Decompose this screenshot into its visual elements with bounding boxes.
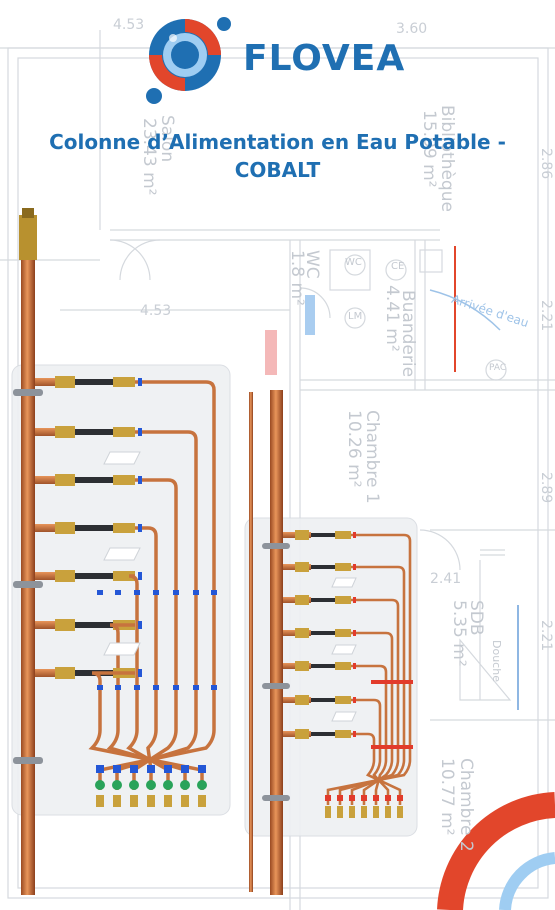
flovea-logo [146, 17, 231, 104]
title-line-1: Colonne d’Alimentation en Eau Potable - [49, 130, 506, 154]
brand-name: FLOVEA [243, 38, 406, 79]
dim-label: 3.60 [396, 21, 428, 37]
wc-small-label: WC [345, 257, 362, 268]
lm-label: LM [348, 311, 363, 322]
dim-label: 4.53 [113, 17, 145, 33]
title-line-2: COBALT [234, 158, 321, 182]
ce-label: CE [391, 261, 405, 272]
dim-label: 4.53 [140, 303, 172, 319]
dim-label: 2.41 [430, 571, 462, 587]
pac-label: PAC [489, 363, 507, 373]
page-title: Colonne d’Alimentation en Eau Potable - … [20, 128, 535, 184]
